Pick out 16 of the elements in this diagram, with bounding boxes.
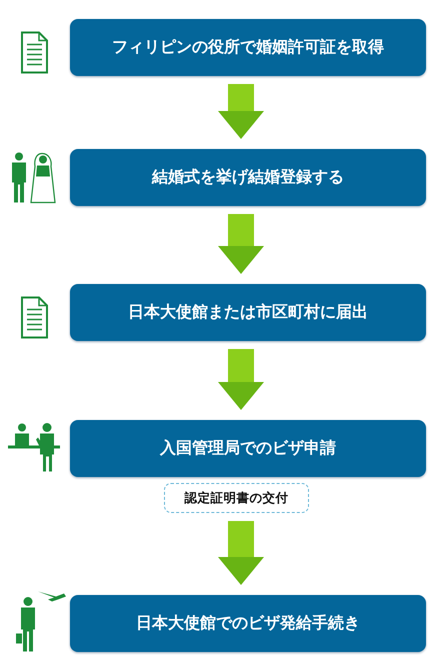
step-text: 入国管理局でのビザ申請: [160, 438, 336, 459]
arrow: [218, 349, 264, 410]
step-text: 日本大使館でのビザ発給手続き: [136, 613, 360, 634]
process-box: [70, 149, 426, 206]
arrow: [218, 214, 264, 274]
process-box: [70, 284, 426, 341]
arrow: [218, 521, 264, 585]
note-box: [164, 483, 309, 513]
arrow: [218, 84, 264, 139]
process-box: [70, 420, 426, 477]
process-box: [70, 595, 426, 652]
step-text: フィリピンの役所で婚姻許可証を取得: [112, 37, 384, 58]
step-text: 結婚式を挙げ結婚登録する: [152, 167, 344, 188]
process-box: [70, 19, 426, 76]
step-text: 日本大使館または市区町村に届出: [128, 302, 368, 323]
step-text: 認定証明書の交付: [184, 490, 288, 506]
